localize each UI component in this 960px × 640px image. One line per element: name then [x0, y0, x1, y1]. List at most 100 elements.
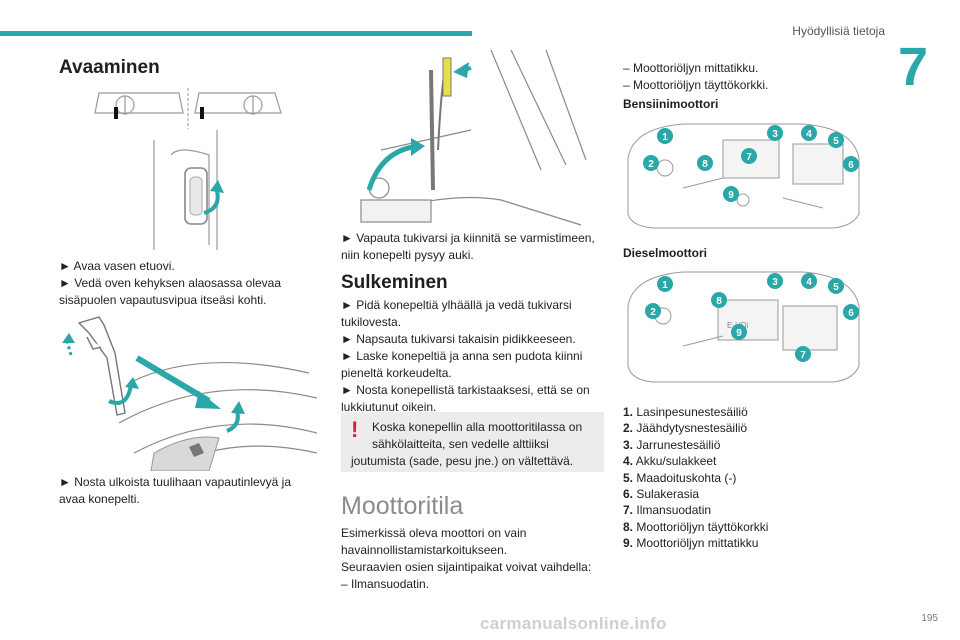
legend-num: 1. — [623, 405, 634, 419]
chapter-number: 7 — [898, 37, 929, 97]
step-pull-lever: ► Vedä oven kehyksen alaosassa olevaa si… — [59, 276, 282, 307]
callout-5: 5 — [828, 278, 844, 294]
callout-6: 6 — [843, 156, 859, 172]
closing-step: ► Laske konepeltiä ja anna sen pudota ki… — [341, 349, 583, 380]
engine-legend: 1. Lasinpesunestesäiliö 2. Jäähdytysnest… — [623, 404, 863, 552]
legend-item: 6. Sulakerasia — [623, 486, 863, 502]
svg-text:4: 4 — [806, 129, 812, 140]
legend-num: 5. — [623, 470, 634, 485]
page-number: 195 — [921, 613, 938, 624]
legend-item: 9. Moottoriöljyn mittatikku — [623, 535, 863, 551]
heading-engine-bay: Moottoritila — [341, 492, 464, 520]
heading-diesel-engine: Dieselmoottori — [623, 246, 708, 260]
legend-label: Moottoriöljyn täyttökorkki — [636, 519, 769, 534]
svg-text:2: 2 — [648, 159, 654, 170]
figure-bonnet-release — [59, 313, 317, 471]
callout-8: 8 — [711, 292, 727, 308]
svg-text:4: 4 — [806, 277, 812, 288]
callout-4: 4 — [801, 125, 817, 141]
legend-item: 1. Lasinpesunestesäiliö — [623, 404, 863, 420]
header-accent-bar — [0, 31, 472, 36]
legend-num: 7. — [623, 503, 634, 518]
callout-8: 8 — [697, 155, 713, 171]
callout-7: 7 — [741, 148, 757, 164]
engine-bay-text: Esimerkissä oleva moottori on vain havai… — [341, 525, 604, 593]
callout-9: 9 — [723, 186, 739, 202]
figure-door-lever — [59, 85, 317, 255]
engine-note: Esimerkissä oleva moottori on vain havai… — [341, 526, 527, 557]
callout-3: 3 — [767, 125, 783, 141]
legend-label: Jarrunestesäiliö — [636, 437, 721, 452]
legend-item: 4. Akku/sulakkeet — [623, 453, 863, 469]
heading-opening: Avaaminen — [59, 57, 160, 78]
list-item: – Moottoriöljyn mittatikku. — [623, 61, 759, 75]
legend-num: 2. — [623, 421, 634, 436]
legend-label: Akku/sulakkeet — [635, 454, 717, 469]
callout-1: 1 — [657, 128, 673, 144]
running-header: Hyödyllisiä tietoja — [792, 24, 885, 38]
warning-text-first: Koska konepellin alla moottoritilassa on… — [372, 420, 583, 451]
legend-num: 4. — [623, 454, 634, 469]
legend-num: 3. — [623, 437, 634, 452]
callout-2: 2 — [643, 155, 659, 171]
legend-num: 6. — [623, 487, 634, 502]
svg-text:1: 1 — [662, 280, 668, 291]
legend-item: 5. Maadoituskohta (-) — [623, 470, 863, 486]
legend-label: Lasinpesunestesäiliö — [636, 405, 748, 419]
svg-text:5: 5 — [833, 136, 839, 147]
callout-7: 7 — [795, 346, 811, 362]
warning-icon: ! — [351, 417, 359, 442]
legend-item: 3. Jarrunestesäiliö — [623, 437, 863, 453]
svg-text:3: 3 — [772, 129, 778, 140]
svg-text:5: 5 — [833, 282, 839, 293]
svg-text:8: 8 — [702, 159, 708, 170]
legend-item: 7. Ilmansuodatin — [623, 502, 863, 518]
closing-step: ► Pidä konepeltiä ylhäällä ja vedä tukiv… — [341, 298, 572, 329]
closing-step: ► Nosta konepellistä tarkistaaksesi, ett… — [341, 383, 590, 414]
legend-label: Moottoriöljyn mittatikku — [636, 536, 759, 551]
warning-box: ! Koska konepellin alla moottoritilassa … — [341, 412, 604, 472]
engine-note: – Ilmansuodatin. — [341, 577, 430, 591]
svg-text:8: 8 — [716, 296, 722, 307]
svg-text:3: 3 — [772, 277, 778, 288]
callout-9: 9 — [731, 324, 747, 340]
list-item: – Moottoriöljyn täyttökorkki. — [623, 78, 769, 92]
step-open-door: ► Avaa vasen etuovi. — [59, 259, 175, 273]
engine-note: Seuraavien osien sijaintipaikat voivat v… — [341, 560, 592, 574]
svg-text:7: 7 — [746, 152, 752, 163]
callout-2: 2 — [645, 303, 661, 319]
watermark: carmanualsonline.info — [480, 614, 667, 633]
svg-text:9: 9 — [736, 328, 742, 339]
svg-text:9: 9 — [728, 190, 734, 201]
text-release-rod: ► Vapauta tukivarsi ja kiinnitä se varmi… — [341, 231, 595, 262]
callout-4: 4 — [801, 273, 817, 289]
text-lift-plate: ► Nosta ulkoista tuulihaan vapautinlevyä… — [59, 475, 292, 506]
closing-step: ► Napsauta tukivarsi takaisin pidikkeese… — [341, 332, 576, 346]
callout-3: 3 — [767, 273, 783, 289]
legend-num: 8. — [623, 519, 634, 534]
text-open-door: ► Avaa vasen etuovi. ► Vedä oven kehykse… — [59, 258, 317, 309]
svg-text:6: 6 — [848, 160, 854, 171]
figure-petrol-engine: 1 2 3 4 5 6 7 8 9 — [623, 118, 863, 230]
legend-label: Maadoituskohta (-) — [636, 470, 737, 485]
svg-text:1: 1 — [662, 132, 668, 143]
legend-label: Ilmansuodatin — [636, 503, 712, 518]
legend-item: 2. Jäähdytysnestesäiliö — [623, 420, 863, 436]
dipstick-items: – Moottoriöljyn mittatikku. – Moottoriöl… — [623, 60, 863, 94]
heading-closing: Sulkeminen — [341, 272, 448, 293]
closing-steps: ► Pidä konepeltiä ylhäällä ja vedä tukiv… — [341, 297, 604, 416]
legend-label: Sulakerasia — [636, 487, 700, 502]
callout-1: 1 — [657, 276, 673, 292]
figure-prop-rod — [341, 50, 604, 228]
svg-text:7: 7 — [800, 350, 806, 361]
legend-num: 9. — [623, 536, 634, 551]
callout-6: 6 — [843, 304, 859, 320]
legend-label: Jäähdytysnestesäiliö — [636, 421, 748, 436]
legend-item: 8. Moottoriöljyn täyttökorkki — [623, 519, 863, 535]
heading-petrol-engine: Bensiinimoottori — [623, 97, 719, 111]
callout-5: 5 — [828, 132, 844, 148]
svg-text:6: 6 — [848, 308, 854, 319]
svg-text:2: 2 — [650, 307, 656, 318]
warning-text-rest: joutumista (sade, pesu jne.) on vältettä… — [351, 454, 574, 468]
